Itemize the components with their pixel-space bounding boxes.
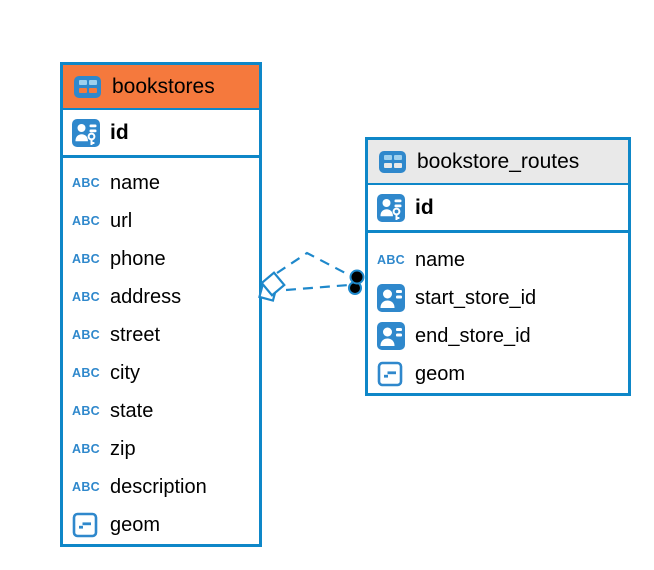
diamond-marker[interactable] [258,271,286,302]
text-column-icon: ABC [72,479,100,494]
circle-marker-bottom[interactable] [348,281,362,295]
table-icon [74,75,101,98]
column-row[interactable]: end_store_id [368,317,628,355]
text-column-icon: ABC [72,251,100,266]
column-row[interactable]: ABC phone [63,240,259,278]
column-row[interactable]: geom [368,355,628,393]
column-label: name [110,171,161,194]
text-column-icon: ABC [72,175,100,190]
entity-title: bookstores [112,74,215,98]
column-label: geom [110,513,161,536]
entity-bookstores-columns: ABC name ABC url ABC phone ABC address A… [63,158,259,544]
circle-marker-top[interactable] [349,269,365,285]
column-label: end_store_id [415,324,531,347]
relationship-line-2[interactable] [285,283,350,292]
text-column-icon: ABC [72,327,100,342]
text-column-icon: ABC [377,252,405,267]
column-label: name [415,248,466,271]
text-column-icon: ABC [72,213,100,228]
column-row[interactable]: ABC name [63,164,259,202]
column-row[interactable]: ABC state [63,392,259,430]
column-label: address [110,285,182,308]
column-row[interactable]: ABC name [368,241,628,279]
relationship-line-1[interactable] [276,251,352,277]
column-label: description [110,475,207,498]
entity-bookstore-routes-header[interactable]: bookstore_routes [368,140,628,185]
column-row[interactable]: ABC description [63,468,259,506]
foreign-key-icon [377,322,407,350]
column-label: start_store_id [415,286,537,309]
table-icon [379,150,406,173]
entity-title: bookstore_routes [417,149,580,173]
entity-bookstores-header[interactable]: bookstores [63,65,259,110]
column-label: url [110,209,133,232]
column-row[interactable]: ABC url [63,202,259,240]
column-label: geom [415,362,466,385]
column-row-id[interactable]: id [63,110,259,158]
text-column-icon: ABC [72,403,100,418]
text-column-icon: ABC [72,441,100,456]
foreign-key-icon [377,284,407,312]
column-label: city [110,361,140,384]
column-row[interactable]: ABC street [63,316,259,354]
primary-key-icon [72,118,102,147]
text-column-icon: ABC [72,365,100,380]
column-row-id[interactable]: id [368,185,628,233]
column-label: phone [110,247,166,270]
entity-bookstore-routes[interactable]: bookstore_routes id ABC name [365,137,631,396]
column-label: id [110,120,129,144]
primary-key-icon [377,193,407,222]
column-label: id [415,195,434,219]
text-column-icon: ABC [72,289,100,304]
column-label: state [110,399,154,422]
column-row[interactable]: ABC address [63,278,259,316]
column-row[interactable]: ABC zip [63,430,259,468]
column-row[interactable]: start_store_id [368,279,628,317]
column-label: street [110,323,161,346]
geometry-column-icon [377,361,407,387]
geometry-column-icon [72,512,102,538]
entity-bookstore-routes-columns: ABC name start_store_id [368,233,628,393]
column-row[interactable]: ABC city [63,354,259,392]
column-label: zip [110,437,136,460]
entity-bookstores[interactable]: bookstores id ABC name [60,62,262,547]
column-row[interactable]: geom [63,506,259,544]
